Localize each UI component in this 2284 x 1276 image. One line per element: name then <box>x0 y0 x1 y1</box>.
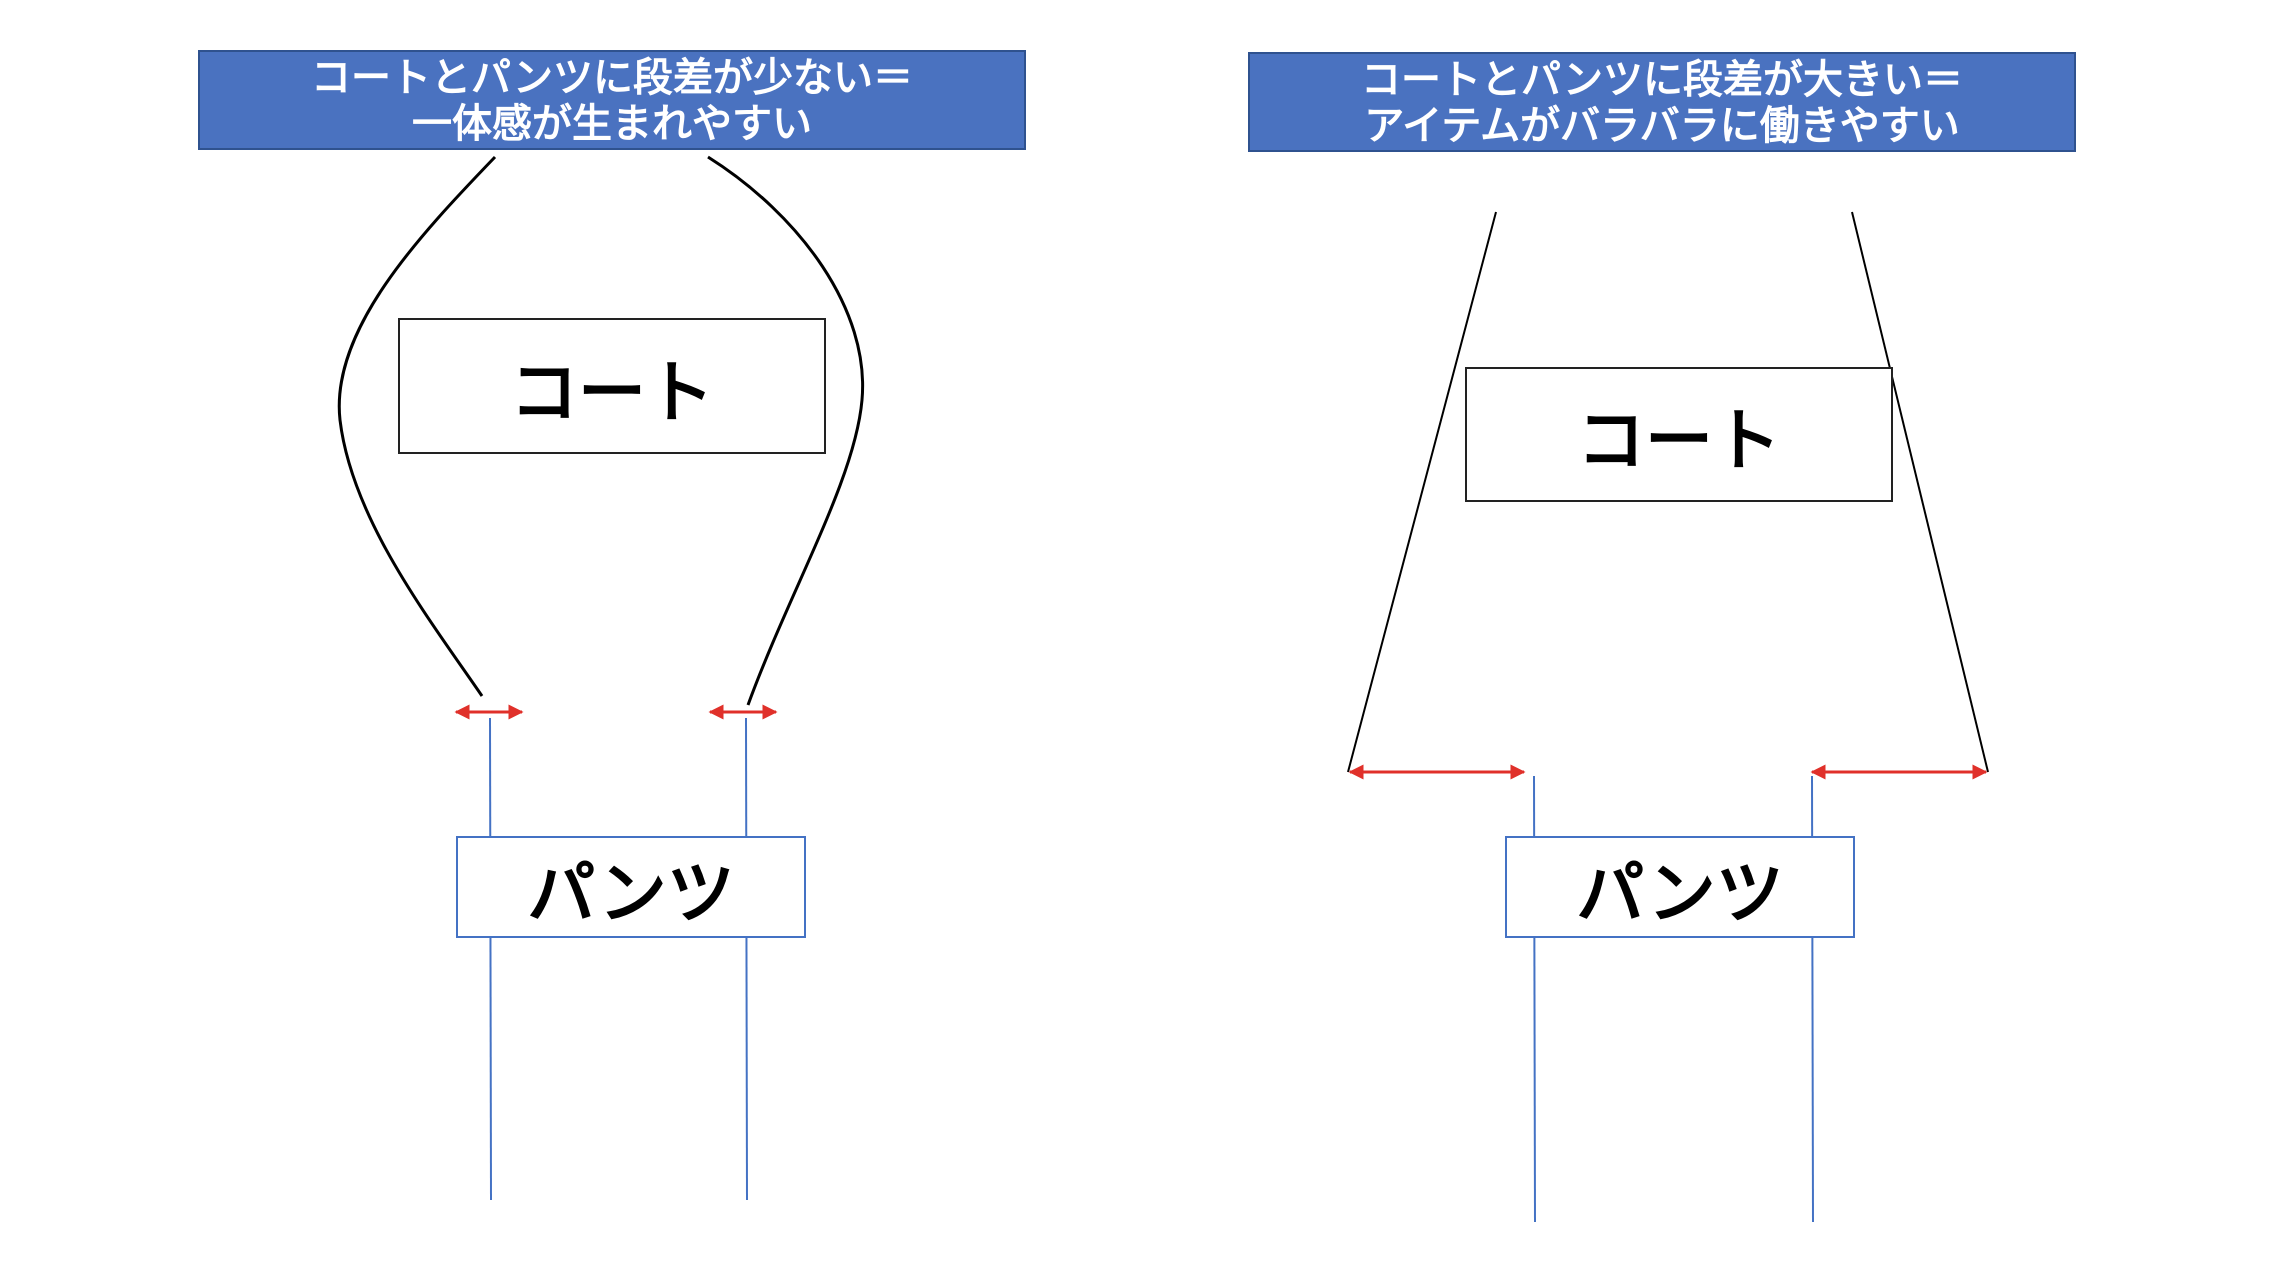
right-coat-outline-right <box>1851 211 1989 773</box>
right-banner: コートとパンツに段差が大きい＝ アイテムがバラバラに働きやすい <box>1248 52 2076 152</box>
left-pants-label: パンツ <box>527 853 735 934</box>
right-pants-label-box: パンツ <box>1505 836 1855 938</box>
left-pants-line-left <box>489 717 492 1201</box>
left-banner: コートとパンツに段差が少ない＝ 一体感が生まれやすい <box>198 50 1026 150</box>
right-coat-outline-left <box>1347 211 1497 773</box>
right-coat-label: コート <box>1576 401 1781 481</box>
left-pants-label-box: パンツ <box>456 836 806 938</box>
left-banner-line2: 一体感が生まれやすい <box>412 100 812 147</box>
right-banner-line2: アイテムがバラバラに働きやすい <box>1364 102 1960 149</box>
right-pants-label: パンツ <box>1576 853 1784 934</box>
left-coat-outline-left <box>337 155 497 697</box>
left-coat-label: コート <box>509 352 714 433</box>
left-coat-outline-right <box>707 155 865 706</box>
right-banner-line1: コートとパンツに段差が大きい＝ <box>1361 56 1963 103</box>
left-coat-label-box: コート <box>398 318 826 454</box>
left-banner-line1: コートとパンツに段差が少ない＝ <box>311 54 913 101</box>
left-pants-line-right <box>745 717 748 1201</box>
right-coat-label-box: コート <box>1465 367 1893 502</box>
